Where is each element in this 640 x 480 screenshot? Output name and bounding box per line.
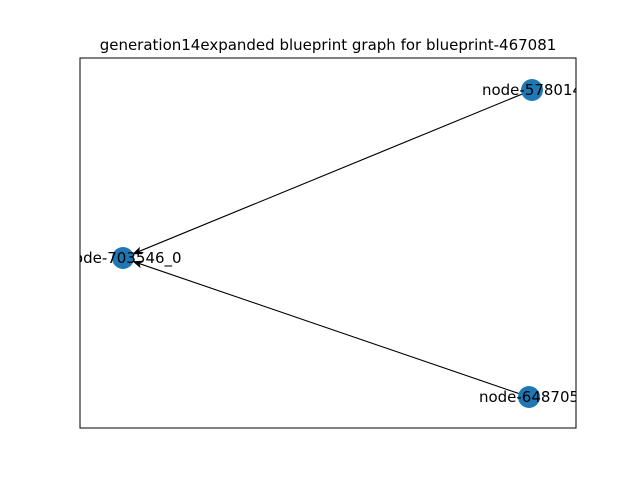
graph-node[interactable] — [112, 247, 134, 269]
edges-layer — [132, 93, 523, 394]
graph-node[interactable] — [518, 386, 540, 408]
nodes-layer — [112, 79, 543, 408]
node-label: node-703546_0 — [64, 249, 181, 268]
graph-title: generation14expanded blueprint graph for… — [100, 36, 557, 54]
node-label: node-648705 — [479, 388, 579, 406]
labels-layer: node-578014 node-703546_0 node-648705 — [64, 81, 582, 406]
graph-node[interactable] — [521, 79, 543, 101]
node-label: node-578014 — [482, 81, 582, 99]
plot-frame — [79, 57, 577, 429]
edge-n1-to-n2 — [132, 93, 523, 255]
edge-n3-to-n2 — [132, 260, 519, 394]
